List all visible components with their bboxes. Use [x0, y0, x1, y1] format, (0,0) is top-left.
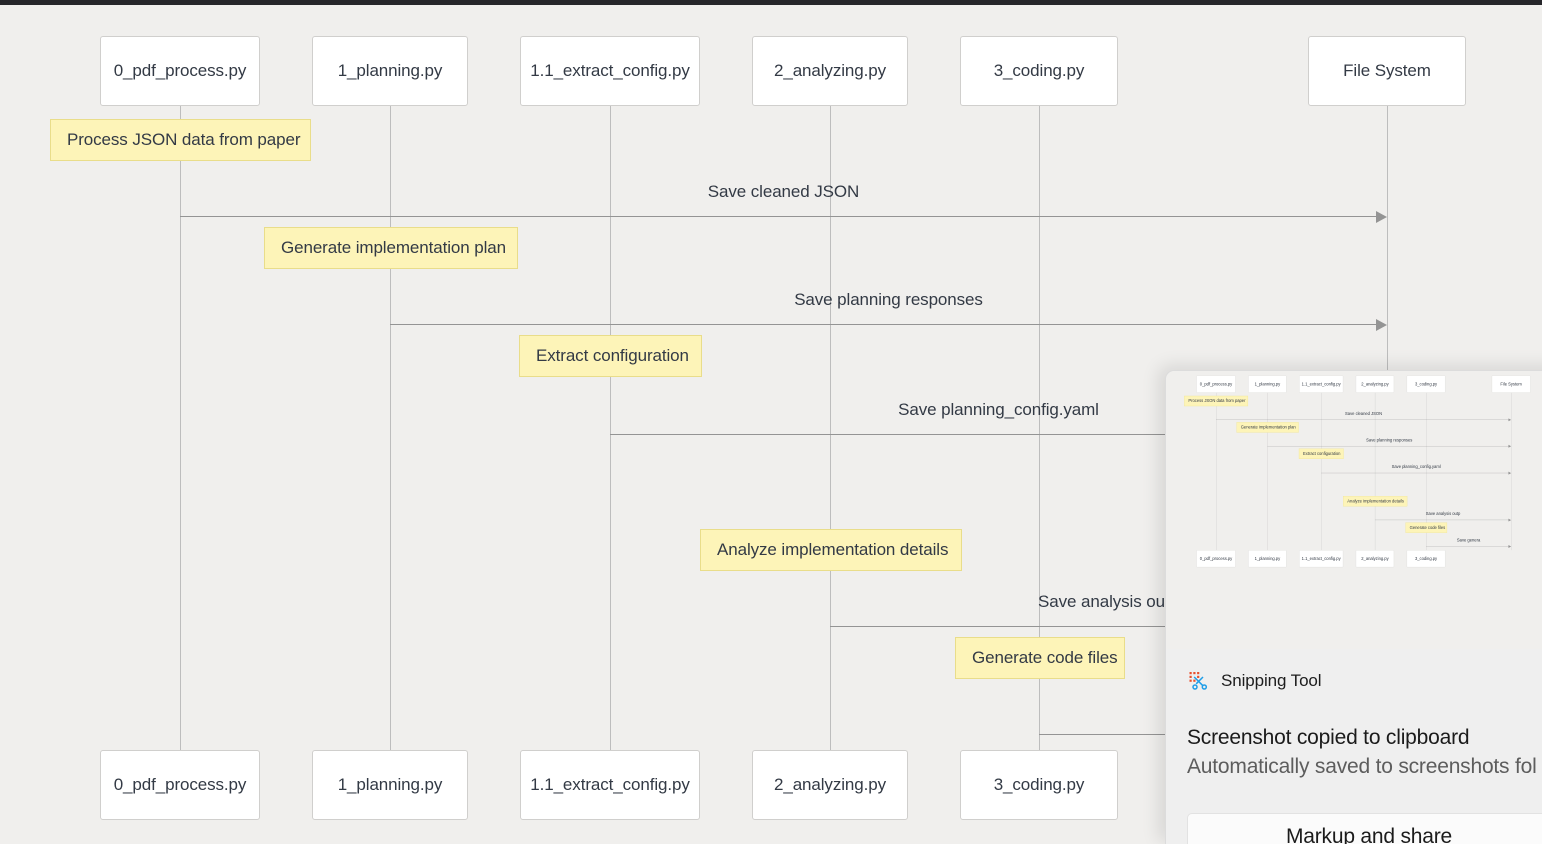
participant-box-p4-bottom: 3_coding.py: [1406, 550, 1446, 568]
lifeline-p2: [610, 106, 611, 750]
message-arrowhead-0: [1376, 211, 1387, 223]
message-arrowhead-3: [1508, 518, 1512, 522]
participant-box-p0-top: 0_pdf_process.py: [1196, 375, 1236, 393]
message-label-4: Save genera: [1456, 537, 1481, 543]
lifeline-p3: [830, 106, 831, 750]
participant-box-p2-top: 1.1_extract_config.py: [520, 36, 700, 106]
participant-box-p1-bottom: 1_planning.py: [1248, 550, 1287, 568]
participant-box-p2-bottom: 1.1_extract_config.py: [520, 750, 700, 820]
message-label-3: Save analysis outp: [1038, 592, 1179, 611]
participant-box-p5-top: File System: [1308, 36, 1466, 106]
message-label-3: Save analysis outp: [1425, 511, 1461, 517]
note-4: Generate code files: [955, 637, 1125, 679]
note-3: Analyze implementation details: [1343, 496, 1408, 507]
lifeline-p1: [390, 106, 391, 750]
note-1: Generate implementation plan: [1236, 422, 1299, 433]
message-label-2: Save planning_config.yaml: [1391, 464, 1441, 470]
note-1: Generate implementation plan: [264, 227, 518, 269]
participant-box-p3-bottom: 2_analyzing.py: [1355, 550, 1395, 568]
message-label-0: Save cleaned JSON: [707, 182, 860, 201]
lifeline-p0: [180, 106, 181, 750]
message-line-0: [180, 216, 1377, 217]
notification-title: Screenshot copied to clipboard: [1187, 726, 1470, 749]
participant-box-p1-top: 1_planning.py: [312, 36, 468, 106]
sequence-diagram: 0_pdf_process.py 1_planning.py 1.1_extract…: [0, 5, 1542, 844]
message-line-2: [610, 434, 1377, 435]
participant-box-p0-bottom: 0_pdf_process.py: [1196, 550, 1236, 568]
message-line-3: [830, 626, 1377, 627]
participant-box-p2-bottom: 1.1_extract_config.py: [1299, 550, 1344, 568]
participant-box-p3-bottom: 2_analyzing.py: [752, 750, 908, 820]
participant-box-p3-top: 2_analyzing.py: [752, 36, 908, 106]
note-3: Analyze implementation details: [700, 529, 962, 571]
message-arrowhead-4: [1508, 545, 1512, 548]
message-line-1: [390, 324, 1377, 325]
message-label-0: Save cleaned JSON: [1345, 411, 1383, 416]
notification-subtitle: Automatically saved to screenshots fol: [1187, 755, 1537, 778]
note-2: Extract configuration: [519, 335, 702, 377]
lifeline-p4: [1039, 106, 1040, 750]
note-4: Generate code files: [1405, 522, 1448, 533]
note-0: Process JSON data from paper: [50, 119, 311, 161]
message-arrowhead-1: [1376, 319, 1387, 331]
message-arrowhead-0: [1508, 418, 1512, 422]
note-2: Extract configuration: [1298, 448, 1344, 459]
message-label-1: Save planning responses: [794, 290, 983, 309]
participant-box-p0-bottom: 0_pdf_process.py: [100, 750, 260, 820]
notification-app-header: Snipping Tool: [1187, 670, 1322, 692]
markup-and-share-button[interactable]: Markup and share: [1187, 813, 1542, 844]
participant-box-p1-top: 1_planning.py: [1248, 375, 1287, 393]
participant-box-p2-top: 1.1_extract_config.py: [1299, 375, 1344, 393]
note-0: Process JSON data from paper: [1184, 395, 1249, 407]
participant-box-p4-top: 3_coding.py: [1406, 375, 1446, 393]
message-arrowhead-2: [1508, 471, 1512, 475]
participant-box-p4-bottom: 3_coding.py: [960, 750, 1118, 820]
participant-box-p5-top: File System: [1491, 375, 1531, 393]
screenshot-thumbnail[interactable]: 0_pdf_process.py 1_planning.py 1.1_extract…: [1166, 371, 1542, 649]
participant-box-p3-top: 2_analyzing.py: [1355, 375, 1395, 393]
participant-box-p4-top: 3_coding.py: [960, 36, 1118, 106]
top-edge-strip: [0, 0, 1542, 5]
message-arrowhead-1: [1508, 444, 1512, 448]
message-label-2: Save planning_config.yaml: [898, 400, 1099, 419]
snipping-tool-icon: [1187, 670, 1209, 692]
message-label-1: Save planning responses: [1366, 437, 1413, 443]
participant-box-p1-bottom: 1_planning.py: [312, 750, 468, 820]
notification-body: Snipping Tool Screenshot copied to clipb…: [1166, 649, 1542, 844]
notification-app-name: Snipping Tool: [1221, 671, 1322, 690]
snipping-tool-notification[interactable]: 0_pdf_process.py 1_planning.py 1.1_extract…: [1165, 370, 1542, 844]
participant-box-p0-top: 0_pdf_process.py: [100, 36, 260, 106]
thumbnail-diagram: 0_pdf_process.py 1_planning.py 1.1_extract…: [1172, 371, 1542, 574]
